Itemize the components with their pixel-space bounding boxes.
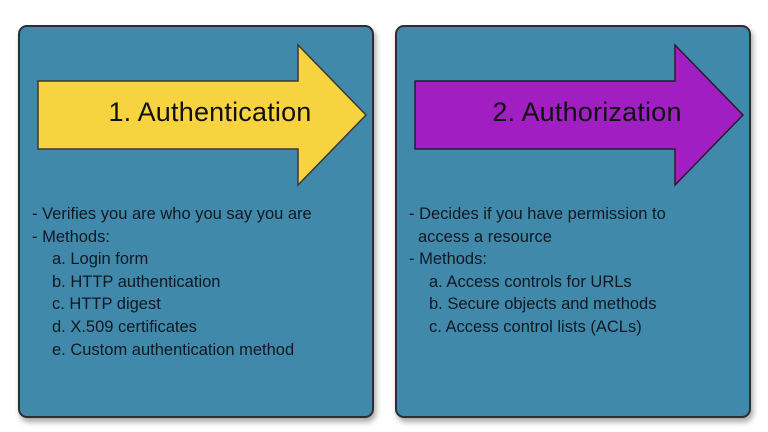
authentication-methods-label: - Methods: [32,227,110,246]
authentication-arrow [36,43,368,188]
authentication-description: - Verifies you are who you say you are -… [32,203,366,361]
authorization-arrow [413,43,745,188]
authentication-method-item: d. X.509 certificates [52,317,197,336]
authorization-method-item: a. Access controls for URLs [429,272,632,291]
authentication-method-item: e. Custom authentication method [52,340,295,359]
authorization-line-1b: access a resource [418,227,552,246]
authorization-methods-label: - Methods: [409,250,487,269]
authorization-line-1a: - Decides if you have permission to [409,205,666,223]
authorization-arrow-shape [414,43,745,187]
authorization-title: 2. Authorization [492,97,682,127]
authentication-arrow-shape [37,43,368,187]
authentication-method-item: a. Login form [52,250,149,269]
authorization-method-item: c. Access control lists (ACLs) [429,317,642,336]
authorization-description: - Decides if you have permission to acce… [409,203,743,339]
authentication-method-item: c. HTTP digest [52,295,161,314]
authentication-title: 1. Authentication [108,97,312,127]
authentication-line-1: - Verifies you are who you say you are [32,205,312,223]
authorization-card: 2. Authorization - Decides if you have p… [395,25,751,418]
authentication-method-item: b. HTTP authentication [52,272,221,291]
authorization-method-item: b. Secure objects and methods [429,295,657,314]
authentication-card: 1. Authentication - Verifies you are who… [18,25,374,418]
